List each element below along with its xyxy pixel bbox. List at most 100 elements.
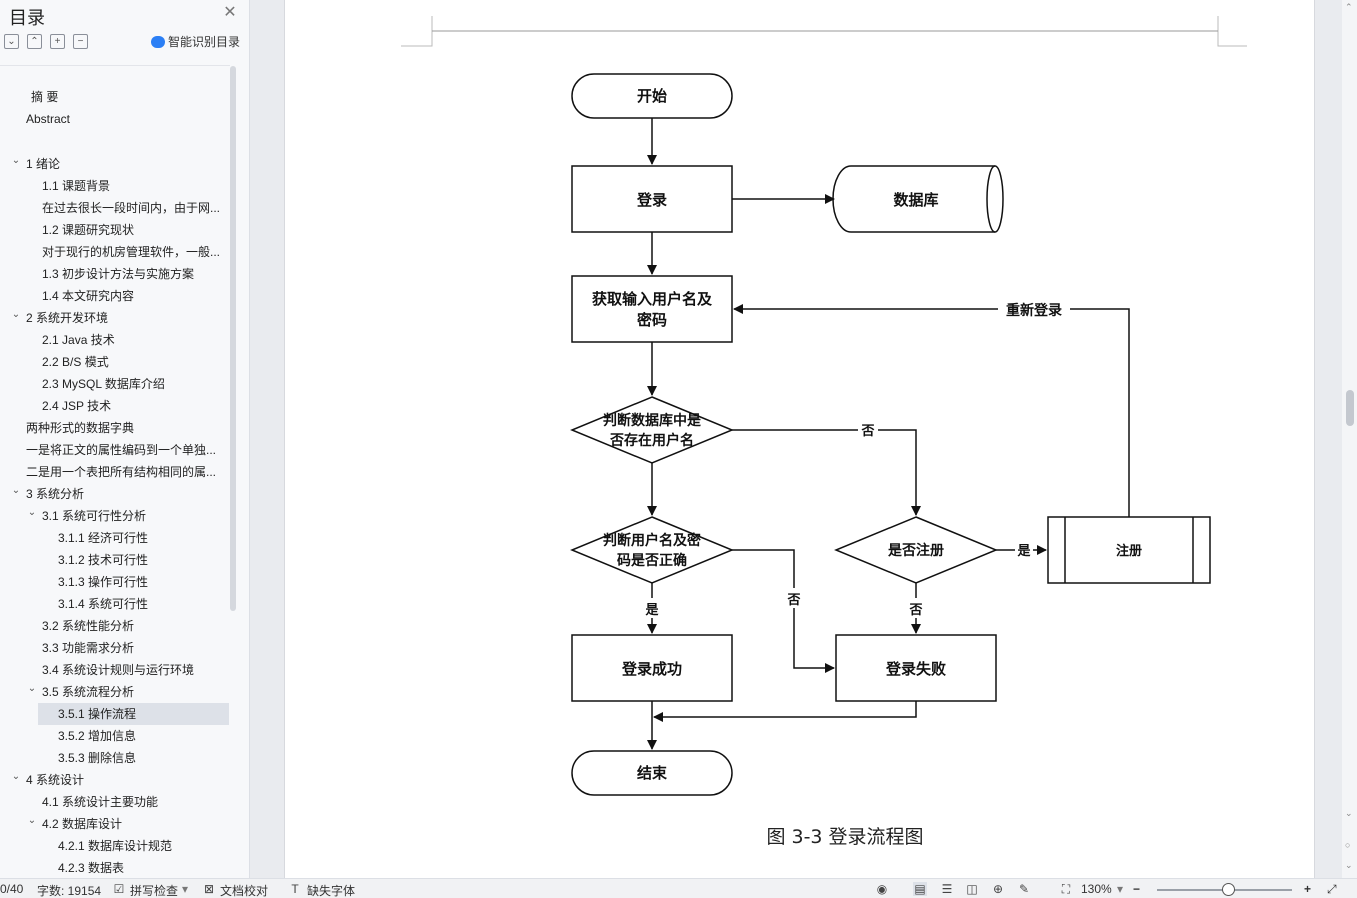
toc-item[interactable]: 1.3 初步设计方法与实施方案 — [0, 263, 229, 285]
toc-item[interactable]: ⌄4 系统设计 — [0, 769, 229, 791]
toc-item[interactable]: 3.1.3 操作可行性 — [0, 571, 229, 593]
toc-item[interactable]: 摘 要 — [0, 86, 229, 108]
page-indicator[interactable]: 0/40 — [0, 882, 24, 896]
toc-item[interactable]: 对于现行的机房管理软件，一般... — [0, 241, 229, 263]
login-label: 登录 — [636, 191, 667, 209]
zoom-dropdown-icon[interactable]: ▾ — [1117, 882, 1124, 896]
ai-toc-button[interactable]: 智能识别目录 — [151, 33, 240, 50]
toc-item[interactable]: ⌄2 系统开发环境 — [0, 307, 229, 329]
zoom-out-icon[interactable]: − — [1133, 882, 1141, 896]
toc-item-label: 在过去很长一段时间内，由于网... — [42, 201, 221, 215]
toc-item-label: 对于现行的机房管理软件，一般... — [42, 245, 221, 259]
toc-item-label: 3.4 系统设计规则与运行环境 — [42, 663, 195, 677]
toc-scrollbar[interactable] — [230, 66, 236, 611]
add-heading-icon[interactable]: + — [50, 34, 65, 49]
reading-view-icon[interactable]: ◫ — [966, 882, 978, 896]
input-node — [571, 275, 733, 343]
toc-item-label: 3.1.3 操作可行性 — [58, 575, 149, 589]
toc-item[interactable]: 4.2.1 数据库设计规范 — [0, 835, 229, 857]
select-browse-icon[interactable]: ○ — [1345, 840, 1351, 850]
collapse-all-icon[interactable]: ⌄ — [4, 34, 19, 49]
toc-item[interactable]: 3.2 系统性能分析 — [0, 615, 229, 637]
toc-item[interactable]: 一是将正文的属性编码到一个单独... — [0, 439, 229, 461]
toc-item[interactable]: 两种形式的数据字典 — [0, 417, 229, 439]
web-view-icon[interactable]: ⊕ — [992, 882, 1004, 896]
toc-item[interactable]: 3.1.4 系统可行性 — [0, 593, 229, 615]
write-mode-icon[interactable]: ✎ — [1018, 882, 1030, 896]
zoom-level[interactable]: 130% — [1081, 882, 1112, 896]
arrow-relogin — [733, 304, 1130, 517]
toc-item[interactable]: ⌄3 系统分析 — [0, 483, 229, 505]
toc-item[interactable]: 2.2 B/S 模式 — [0, 351, 229, 373]
toc-item-label: 2.4 JSP 技术 — [42, 399, 112, 413]
chevron-down-icon[interactable]: ⌄ — [27, 683, 37, 694]
next-page-icon[interactable]: ⌄ — [1345, 860, 1353, 870]
toc-item[interactable]: 3.1.1 经济可行性 — [0, 527, 229, 549]
toc-item[interactable]: 2.1 Java 技术 — [0, 329, 229, 351]
outline-view-icon[interactable]: ☰ — [941, 882, 953, 896]
toc-item[interactable]: Abstract — [0, 108, 229, 130]
toc-item-label: 1 绪论 — [26, 157, 61, 171]
toc-item-label: 两种形式的数据字典 — [26, 421, 135, 435]
toc-item[interactable]: 3.1.2 技术可行性 — [0, 549, 229, 571]
toc-item[interactable]: 3.4 系统设计规则与运行环境 — [0, 659, 229, 681]
toc-item-label: 3.1.2 技术可行性 — [58, 553, 149, 567]
input-label-1: 获取输入用户名及 — [592, 290, 713, 308]
toc-item[interactable]: ⌄3.5 系统流程分析 — [0, 681, 229, 703]
toc-item[interactable]: 1.4 本文研究内容 — [0, 285, 229, 307]
fit-page-icon[interactable]: ⛶ — [1061, 882, 1071, 896]
fail-node — [835, 634, 997, 702]
toc-item[interactable]: ⌄4.2 数据库设计 — [0, 813, 229, 835]
toc-item[interactable]: 3.3 功能需求分析 — [0, 637, 229, 659]
document-scroll-thumb[interactable] — [1346, 390, 1354, 426]
toc-item[interactable]: 3.5.2 增加信息 — [0, 725, 229, 747]
database-label: 数据库 — [893, 191, 938, 209]
doc-proof-button[interactable]: 文档校对 — [220, 884, 269, 898]
zoom-in-icon[interactable]: + — [1304, 882, 1312, 896]
chevron-down-icon[interactable]: ⌄ — [11, 771, 21, 782]
chevron-down-icon[interactable]: ⌄ — [11, 485, 21, 496]
toc-item[interactable]: 二是用一个表把所有结构相同的属... — [0, 461, 229, 483]
spell-dropdown-icon[interactable]: ▾ — [182, 882, 189, 896]
toc-item[interactable]: 2.3 MySQL 数据库介绍 — [0, 373, 229, 395]
toc-title: 目录 — [9, 8, 45, 28]
toc-item-label: 3.1.4 系统可行性 — [58, 597, 149, 611]
toc-item[interactable]: 3.5.1 操作流程 — [38, 703, 229, 725]
toc-item[interactable]: 在过去很长一段时间内，由于网... — [0, 197, 229, 219]
toc-item[interactable]: 4.2.3 数据表 — [0, 857, 229, 878]
ai-cloud-icon — [151, 35, 165, 48]
register-decision-label: 是否注册 — [888, 542, 944, 559]
start-label: 开始 — [637, 87, 667, 105]
remove-heading-icon[interactable]: − — [73, 34, 88, 49]
word-count[interactable]: 字数: 19154 — [37, 884, 102, 898]
no-label-3: 否 — [908, 603, 922, 618]
chevron-down-icon[interactable]: ⌄ — [11, 155, 21, 166]
chevron-down-icon[interactable]: ⌄ — [11, 309, 21, 320]
toc-item[interactable]: 1.2 课题研究现状 — [0, 219, 229, 241]
eye-protect-icon[interactable]: ◉ — [876, 882, 888, 896]
fullscreen-icon[interactable]: ⤢ — [1327, 882, 1337, 896]
no-label-1: 否 — [860, 424, 874, 439]
spell-check-icon: ☑ — [113, 882, 125, 896]
missing-font-button[interactable]: 缺失字体 — [307, 884, 356, 898]
toc-item[interactable]: 2.4 JSP 技术 — [0, 395, 229, 417]
toc-item-label: 1.1 课题背景 — [42, 179, 111, 193]
prev-page-icon[interactable]: ⌄ — [1345, 808, 1353, 818]
zoom-slider-knob[interactable] — [1222, 883, 1235, 896]
document-scrollbar[interactable] — [1342, 0, 1357, 878]
chevron-down-icon[interactable]: ⌄ — [27, 815, 37, 826]
close-icon[interactable]: ✕ — [223, 4, 237, 21]
end-label: 结束 — [637, 764, 668, 782]
scroll-up-icon[interactable]: ⌃ — [1345, 2, 1353, 12]
toc-item[interactable]: 1.1 课题背景 — [0, 175, 229, 197]
toc-item[interactable]: ⌄ 1 绪论 — [0, 153, 229, 175]
toc-item[interactable]: 4.1 系统设计主要功能 — [0, 791, 229, 813]
toc-item-label: 3.5.1 操作流程 — [58, 707, 137, 721]
toc-item[interactable]: ⌄3.1 系统可行性分析 — [0, 505, 229, 527]
expand-up-icon[interactable]: ⌃ — [27, 34, 42, 49]
toc-item[interactable]: 3.5.3 删除信息 — [0, 747, 229, 769]
spell-check-button[interactable]: 拼写检查 — [130, 884, 179, 898]
page-view-icon[interactable]: ▤ — [913, 882, 927, 896]
chevron-down-icon[interactable]: ⌄ — [27, 507, 37, 518]
